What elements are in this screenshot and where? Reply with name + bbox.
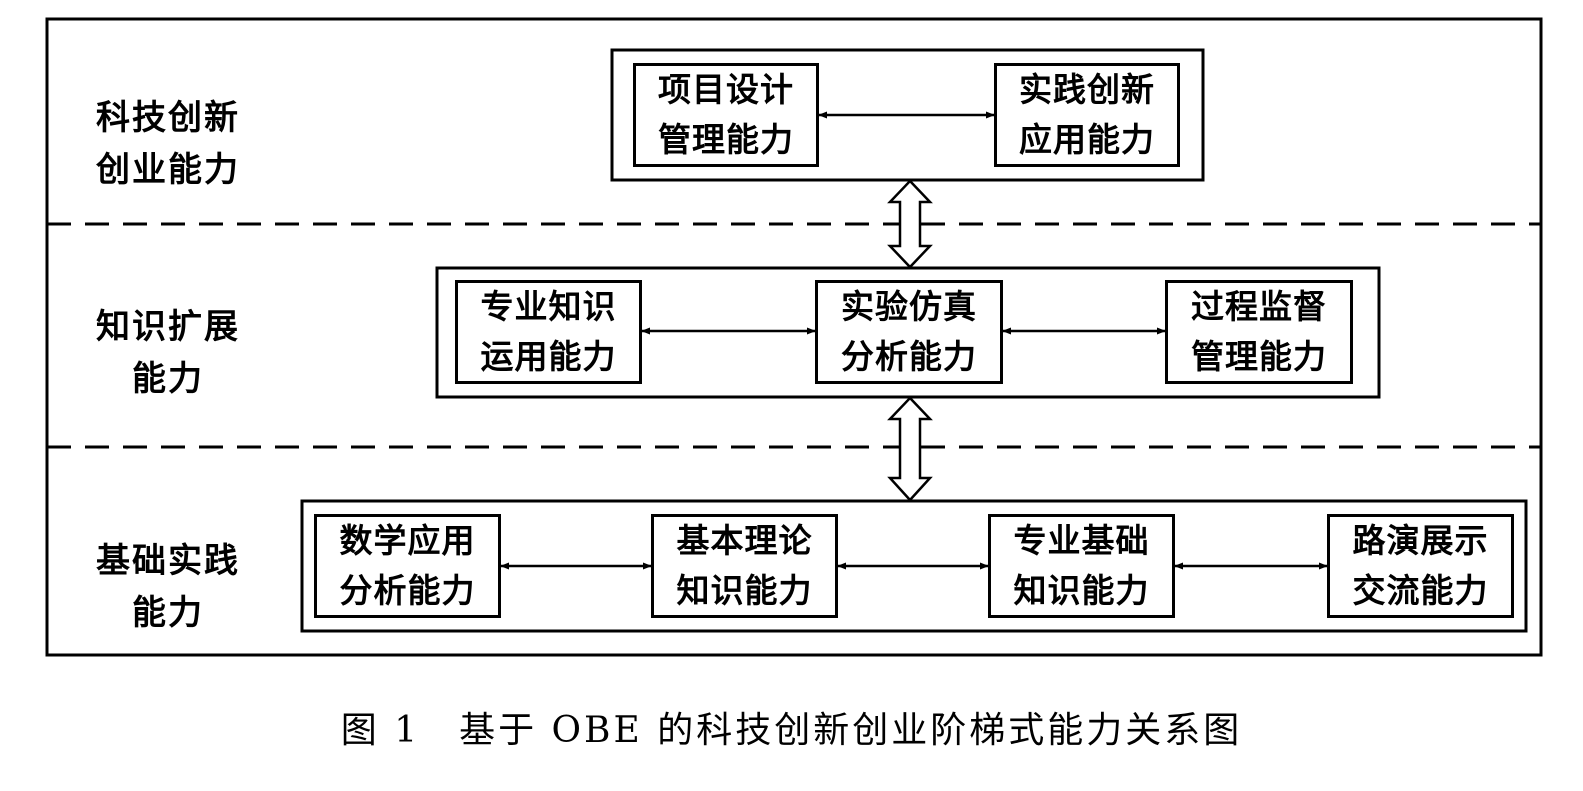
- vertical-double-arrow-lower: [887, 396, 933, 502]
- level-container-top: [610, 48, 1205, 182]
- box-text: 专业基础: [1013, 521, 1150, 560]
- box-simulation-analysis: 实验仿真分析能力: [815, 280, 1003, 384]
- box-math-application: 数学应用分析能力: [314, 514, 501, 618]
- box-professional-knowledge: 专业知识运用能力: [455, 280, 642, 384]
- box-text: 实践创新: [1019, 70, 1155, 109]
- level-label-line: 创业能力: [96, 150, 240, 190]
- box-text: 管理能力: [1191, 337, 1327, 376]
- level-label-line: 能力: [132, 593, 204, 633]
- box-text: 数学应用: [339, 521, 476, 560]
- level-label-innovation: 科技创新 创业能力: [88, 92, 248, 196]
- box-text: 分析能力: [339, 571, 476, 610]
- box-text: 知识能力: [1013, 571, 1150, 610]
- box-text: 过程监督: [1191, 287, 1327, 326]
- box-text: 专业知识: [480, 287, 617, 326]
- box-text: 应用能力: [1019, 120, 1155, 159]
- box-text: 知识能力: [676, 571, 813, 610]
- level-label-line: 知识扩展: [96, 307, 240, 347]
- level-container-middle: [435, 266, 1381, 399]
- level-label-foundation: 基础实践 能力: [88, 535, 248, 639]
- box-text: 项目设计: [658, 70, 794, 109]
- level-label-line: 能力: [132, 359, 204, 399]
- box-project-design: 项目设计管理能力: [633, 63, 819, 167]
- level-label-line: 科技创新: [96, 98, 240, 138]
- box-text: 路演展示: [1352, 521, 1489, 560]
- box-professional-foundation: 专业基础知识能力: [988, 514, 1175, 618]
- box-text: 管理能力: [658, 120, 794, 159]
- box-practice-innovation: 实践创新应用能力: [994, 63, 1180, 167]
- box-text: 实验仿真: [841, 287, 977, 326]
- box-text: 运用能力: [480, 337, 617, 376]
- vertical-double-arrow-upper: [887, 179, 933, 269]
- box-text: 交流能力: [1352, 571, 1489, 610]
- level-label-line: 基础实践: [96, 541, 240, 581]
- box-text: 基本理论: [676, 521, 813, 560]
- box-text: 分析能力: [841, 337, 977, 376]
- outer-frame: [45, 17, 1543, 657]
- level-label-knowledge: 知识扩展 能力: [88, 301, 248, 405]
- box-roadshow-communication: 路演展示交流能力: [1327, 514, 1514, 618]
- box-process-supervision: 过程监督管理能力: [1165, 280, 1353, 384]
- box-basic-theory: 基本理论知识能力: [651, 514, 838, 618]
- level-container-bottom: [300, 499, 1528, 633]
- figure-caption: 图 1 基于 OBE 的科技创新创业阶梯式能力关系图: [340, 710, 1243, 751]
